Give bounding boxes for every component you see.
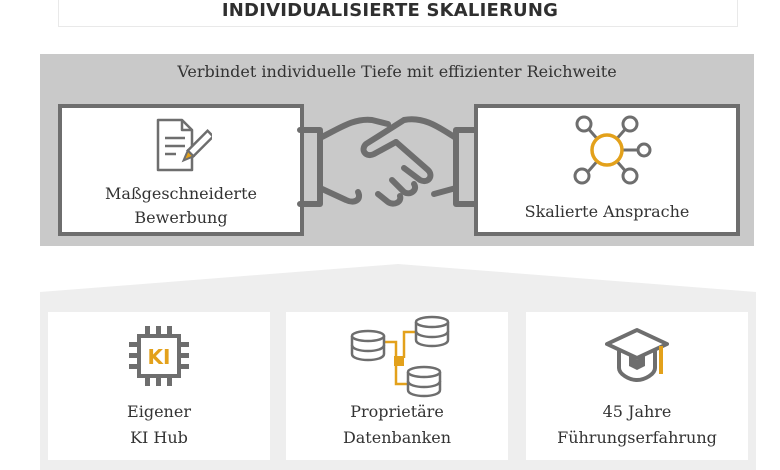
pillar-3-line1: 45 Jahre — [602, 402, 672, 421]
pillar-ai-hub: KI Eigener KI Hub — [48, 312, 270, 460]
card-scaled-outreach: Skalierte Ansprache — [474, 104, 740, 236]
pillar-databases: Proprietäre Datenbanken — [286, 312, 508, 460]
pillar-1-line2: KI Hub — [130, 428, 188, 447]
card-tailored-application: Maßgeschneiderte Bewerbung — [58, 104, 304, 236]
title-frame — [58, 0, 738, 27]
ai-chip-icon: KI — [129, 326, 189, 386]
pillar-leadership-experience: 45 Jahre Führungserfahrung — [526, 312, 748, 460]
pillar-3-line2: Führungserfahrung — [557, 428, 717, 447]
band-headline: Verbindet individuelle Tiefe mit effizie… — [177, 62, 617, 81]
network-nodes-icon — [573, 115, 652, 185]
card-left-line2: Bewerbung — [134, 208, 228, 227]
document-pen-icon — [156, 118, 212, 172]
chip-text: KI — [148, 345, 171, 369]
pillar-2-line2: Datenbanken — [342, 428, 452, 447]
graduation-cap-icon — [605, 328, 669, 383]
handshake-icon — [297, 116, 479, 207]
card-left-line1: Maßgeschneiderte — [105, 184, 257, 203]
page-title: INDIVIDUALISIERTE SKALIERUNG — [221, 0, 559, 21]
pillar-2-line1: Proprietäre — [350, 402, 444, 421]
database-network-icon — [350, 315, 450, 398]
pillar-1-line1: Eigener — [127, 402, 191, 421]
card-right-label: Skalierte Ansprache — [524, 202, 690, 221]
